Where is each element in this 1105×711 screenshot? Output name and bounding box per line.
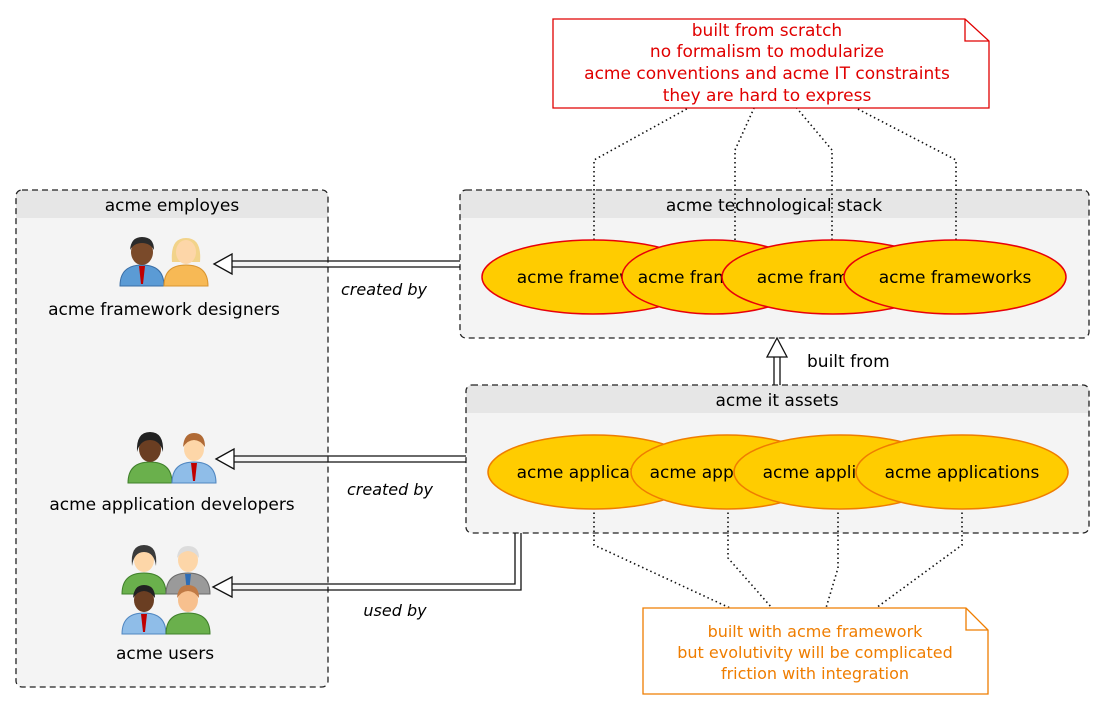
- person-icon: [163, 238, 209, 287]
- actor-label-users: acme users: [116, 644, 214, 664]
- note-top-line-4: they are hard to express: [663, 86, 872, 106]
- person-icon: [121, 545, 167, 595]
- note-bottom-line-2: but evolutivity will be complicated: [677, 643, 953, 662]
- actor-label-developers: acme application developers: [49, 495, 294, 515]
- application-ellipses: acme applications acme applications acme…: [487, 434, 1069, 510]
- person-icon: [121, 585, 167, 635]
- actor-framework-designers[interactable]: acme framework designers: [48, 237, 280, 320]
- connector-bottom-2: [727, 508, 773, 609]
- application-label: acme applications: [885, 463, 1040, 483]
- person-icon: [171, 433, 217, 484]
- connector-top-2: [734, 105, 756, 240]
- edge-label-used-by: used by: [363, 601, 427, 620]
- connector-bottom-4: [875, 508, 963, 609]
- framework-ellipse[interactable]: acme frameworks: [843, 239, 1067, 315]
- note-bottom-line-3: friction with integration: [721, 664, 909, 683]
- person-icon: [119, 237, 165, 287]
- group-title-assets: acme it assets: [715, 391, 838, 411]
- edge-label-created-by-1: created by: [341, 280, 428, 299]
- framework-ellipses: acme frameworks acme frameworks acme fra…: [481, 239, 1067, 315]
- application-ellipse[interactable]: acme applications: [855, 434, 1069, 510]
- edge-label-built-from: built from: [807, 352, 890, 372]
- note-top-line-2: no formalism to modularize: [650, 42, 884, 62]
- arrow-created-by-developers: [214, 447, 466, 471]
- actor-application-developers[interactable]: acme application developers: [49, 432, 295, 515]
- group-acme-employes: acme employes: [15, 189, 329, 688]
- actor-acme-users[interactable]: acme users: [116, 545, 214, 664]
- edge-label-created-by-2: created by: [347, 480, 434, 499]
- group-title-employes: acme employes: [105, 196, 240, 216]
- note-top: built from scratch no formalism to modul…: [552, 18, 990, 109]
- arrow-built-from: [765, 336, 789, 385]
- connector-bottom-3: [825, 508, 839, 609]
- person-icon: [165, 585, 211, 635]
- arrow-created-by-designers: [212, 252, 460, 276]
- arrow-used-by: [211, 533, 522, 599]
- note-bottom: built with acme framework but evolutivit…: [642, 607, 989, 695]
- connector-top-3: [794, 105, 833, 240]
- actor-label-designers: acme framework designers: [48, 300, 280, 320]
- person-icon: [165, 546, 211, 595]
- connector-top-4: [851, 105, 957, 240]
- framework-label: acme frameworks: [879, 268, 1032, 288]
- note-connectors: [593, 105, 963, 609]
- group-title-stack: acme technological stack: [666, 196, 882, 216]
- note-top-line-3: acme conventions and acme IT constraints: [584, 64, 950, 84]
- note-bottom-line-1: built with acme framework: [708, 622, 924, 641]
- note-top-line-1: built from scratch: [692, 21, 842, 41]
- connector-bottom-1: [593, 508, 731, 609]
- person-icon: [127, 432, 173, 484]
- arrows: [211, 252, 789, 599]
